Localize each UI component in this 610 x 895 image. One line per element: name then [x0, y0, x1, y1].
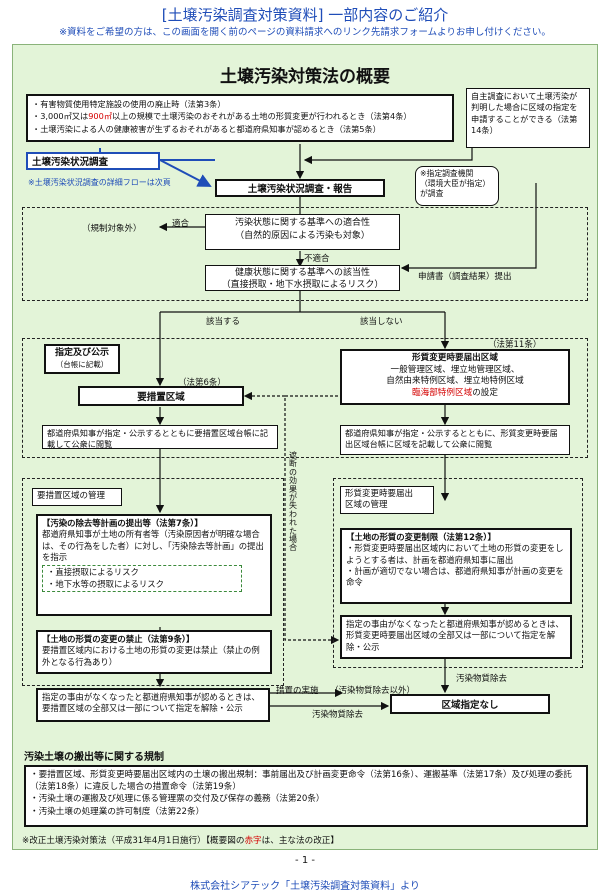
trigger-box: ・有害物質使用特定施設の使用の廃止時（法第3条） ・3,000㎡又は900㎡以上… — [26, 94, 454, 142]
footnote: ※改正土壌汚染対策法（平成31年4月1日施行）【概要図の赤字は、主な法の改正】 — [22, 836, 339, 846]
art6-label: （法第6条） — [178, 378, 226, 388]
pollution-standard-box: 汚染状態に関する基準への適合性 （自然的原因による汚染も対象） — [205, 214, 400, 250]
transport-heading: 汚染土壌の搬出等に関する規制 — [24, 752, 164, 763]
applies-label: 該当する — [206, 317, 241, 327]
removal-label-right: 汚染物質除去 — [456, 674, 508, 684]
survey-detail-note: ※土壌汚染状況調査の詳細フローは次頁 — [28, 178, 171, 187]
page-number: - 1 - — [295, 855, 315, 866]
required-zone-box: 要措置区域 — [78, 386, 244, 406]
transport-rules-box: ・要措置区域、形質変更時要届出区域内の土壌の搬出規制：事前届出及び計画変更命令（… — [24, 765, 588, 827]
health-standard-box: 健康状態に関する基準への該当性 （直接摂取・地下水摂取によるリスク） — [205, 265, 400, 291]
risk-list: ・直接摂取によるリスク ・地下水等の摂取によるリスク — [42, 565, 242, 593]
designation-region — [22, 338, 588, 458]
art11-label: （法第11条） — [488, 340, 542, 350]
trigger-item-2: ・3,000㎡又は900㎡以上の規模で土壌汚染のおそれがある土地の形質変更が行わ… — [32, 111, 412, 122]
notify-register-box: 都道府県知事が指定・公示するとともに、形質変更時要届出区域台帳に区域を記載して公… — [340, 425, 570, 455]
change-limit-box: 【土地の形質の変更制限（法第12条）】 ・形質変更時要届出区域内において土地の形… — [340, 528, 572, 604]
prohibit-box: 【土地の形質の変更の禁止（法第9条）】 要措置区域内における土地の形質の変更は禁… — [36, 630, 272, 674]
designation-box: 指定及び公示 （台帳に記載） — [44, 344, 120, 374]
application-label: 申請書（調査結果）提出 — [418, 272, 512, 282]
trigger-item-3: ・土壌汚染による人の健康被害が生ずるおそれがあると都道府県知事が認めるとき（法第… — [32, 123, 381, 134]
no-designation-box: 区域指定なし — [390, 694, 550, 714]
survey-label-box: 土壌汚染状況調査 — [26, 152, 160, 170]
required-mgmt-region — [22, 478, 284, 686]
judgement-region — [22, 207, 588, 301]
required-mgmt-label: 要措置区域の管理 — [32, 488, 122, 506]
trigger-item-1: ・有害物質使用特定施設の使用の廃止時（法第3条） — [32, 99, 226, 109]
page-title: [土壌汚染調査対策資料] 一部内容のご紹介 — [161, 6, 449, 24]
nonfit-label: 不適合 — [304, 254, 330, 264]
cleanup-plan-box: 【汚染の除去等計画の提出等（法第7条）】 都道府県知事が土地の所有者等（汚染原因… — [36, 514, 272, 616]
source-credit: 株式会社シアテック「土壌汚染調査対策資料」より — [190, 881, 420, 892]
not-applies-label: 該当しない — [360, 317, 403, 327]
notify-mgmt-region — [333, 478, 583, 668]
agency-note: ※指定調査機関 （環境大臣が指定） が調査 — [415, 166, 499, 206]
exempt-label: （規制対象外） — [82, 224, 142, 234]
measure-label: 措置の実施 — [276, 686, 319, 696]
request-note: ※資料をご希望の方は、この画面を開く前のページの資料請求へのリンク先請求フォーム… — [59, 27, 551, 38]
survey-report-box: 土壌汚染状況調査・報告 — [215, 179, 385, 197]
measure-except-label: （汚染物質除去以外） — [330, 686, 416, 696]
required-release-box: 指定の事由がなくなったと都道府県知事が認めるときは、要措置区域の全部又は一部につ… — [36, 688, 270, 722]
voluntary-survey-box: 自主調査において土壌汚染が判明した場合に区域の指定を申請することができる（法第1… — [466, 88, 590, 148]
removal-label: 汚染物質除去 — [312, 710, 364, 720]
notify-release-box: 指定の事由がなくなったと都道府県知事が認めるときは、形質変更時要届出区域の全部又… — [340, 615, 572, 659]
notify-mgmt-label: 形質変更時要届出 区域の管理 — [340, 486, 434, 514]
notify-zone-box: 形質変更時要届出区域 一般管理区域、埋立地管理区域、 自然由来特例区域、埋立地特… — [340, 349, 570, 405]
diagram-title: 土壌汚染対策法の概要 — [220, 67, 390, 87]
fit-label: 適合 — [172, 219, 190, 229]
required-register-box: 都道府県知事が指定・公示するとともに要措置区域台帳に記載して公衆に閲覧 — [42, 425, 278, 449]
seal-failure-note: 遮断の効果が失われた場合 — [289, 451, 297, 553]
